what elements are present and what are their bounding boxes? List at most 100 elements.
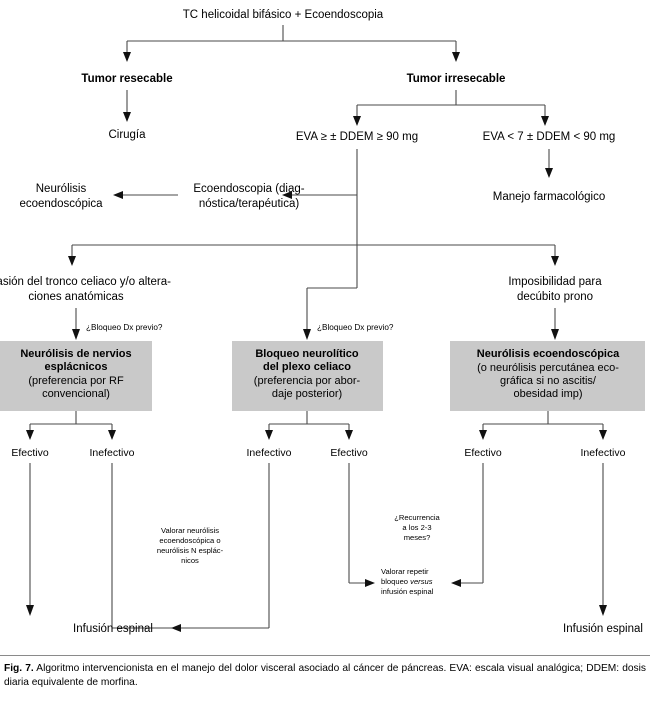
branch-left-ineffective: Inefectivo [90, 447, 135, 459]
arrowhead-icon [68, 256, 76, 266]
box-plexo-celiaco-sub-line2: daje posterior) [272, 388, 342, 400]
connector-eva-baja-manejo [545, 149, 553, 178]
branch-mid-effective: Efectivo [330, 447, 368, 459]
figure-caption: Fig. 7. Algoritmo intervencionista en el… [4, 662, 646, 690]
box-plexo-celiaco-sub-line1: (preferencia por abor- [254, 375, 361, 387]
arrowhead-icon [303, 329, 311, 340]
arrowhead-icon [123, 112, 131, 122]
connector-spine-to-middle-column [303, 287, 357, 340]
branch-left-effective: Efectivo [11, 447, 49, 459]
arrowhead-icon [345, 430, 353, 440]
arrowhead-icon [365, 579, 375, 587]
arrowhead-icon [599, 605, 607, 616]
node-neurolisis-ecoendoscopica-line1: Neurólisis [36, 183, 87, 195]
figure-caption-text: Algoritmo intervencionista en el manejo … [4, 663, 646, 688]
connector-irresecable-split [353, 90, 549, 126]
box-neurolisis-ecoendoscopica[interactable] [450, 341, 645, 411]
box-plexo-celiaco-title-line1: Bloqueo neurolítico [255, 348, 359, 360]
connector-mid-box-split [265, 411, 353, 440]
box-neurolisis-ecoendoscopica-sub-line3: obesidad imp) [513, 388, 582, 400]
arrowhead-icon [541, 116, 549, 126]
annotation-valorar-neurolisis-line3: neurólisis N esplác- [157, 546, 224, 555]
annotation-recurrencia-line3: meses? [404, 533, 431, 542]
node-imposibilidad-line2: decúbito prono [517, 291, 593, 303]
arrowhead-icon [451, 579, 461, 587]
arrowhead-icon [26, 605, 34, 616]
branch-right-ineffective: Inefectivo [581, 447, 626, 459]
flowchart-diagram: TC helicoidal bifásico + Ecoendoscopia T… [0, 9, 645, 635]
box-nervios-esplacnicos-title-line2: esplácnicos [45, 361, 108, 373]
arrowhead-icon [108, 430, 116, 440]
node-root-label: TC helicoidal bifásico + Ecoendoscopia [183, 9, 384, 21]
box-neurolisis-ecoendoscopica-sub-line2: gráfica si no ascitis/ [500, 375, 597, 387]
outcome-infusion-espinal-left: Infusión espinal [73, 623, 153, 635]
connector-mid-effective-to-valorar [348, 463, 375, 587]
connector-right-ineffective-down [599, 463, 607, 616]
node-invasion-line1: Invasión del tronco celiaco y/o altera- [0, 276, 171, 288]
arrowhead-icon [551, 329, 559, 340]
box-nervios-esplacnicos[interactable] [0, 341, 152, 411]
node-eva-baja-label: EVA < 7 ± DDEM < 90 mg [483, 131, 616, 143]
arrowhead-icon [452, 52, 460, 62]
annotation-valorar-repetir-bloqueo: bloqueo [381, 577, 410, 586]
arrowhead-icon [72, 329, 80, 340]
branch-right-effective: Efectivo [464, 447, 502, 459]
node-tumor-resecable-label: Tumor resecable [81, 73, 172, 85]
node-ecoendoscopia-line1: Ecoendoscopia (diag- [193, 183, 304, 195]
arrowhead-icon [26, 430, 34, 440]
figure-caption-container: Fig. 7. Algoritmo intervencionista en el… [0, 655, 650, 690]
arrowhead-icon [353, 116, 361, 126]
box-nervios-esplacnicos-sub-line2: convencional) [42, 388, 110, 400]
connector-left-ineffective-to-infusion [111, 463, 180, 629]
arrowhead-icon [551, 256, 559, 266]
box-neurolisis-ecoendoscopica-sub-line1: (o neurólisis percutánea eco- [477, 362, 619, 374]
node-imposibilidad-line1: Imposibilidad para [508, 276, 602, 288]
annotation-valorar-repetir-line1: Valorar repetir [381, 567, 429, 576]
connector-resecable-cirugia [123, 90, 131, 122]
connector-right-box-split [479, 411, 607, 440]
connector-root-split [123, 25, 460, 62]
annotation-recurrencia-line2: a los 2-3 [402, 523, 431, 532]
arrowhead-icon [479, 430, 487, 440]
annotation-valorar-neurolisis-line2: ecoendoscópica o [159, 536, 220, 545]
arrowhead-icon [123, 52, 131, 62]
connector-invasion-to-box [72, 308, 80, 340]
connector-distribution-bar [68, 244, 559, 266]
connector-right-effective-to-valorar [451, 463, 484, 587]
node-neurolisis-ecoendoscopica-line2: ecoendoscópica [19, 198, 103, 210]
arrowhead-icon [113, 191, 123, 199]
node-tumor-irresecable-label: Tumor irresecable [407, 73, 506, 85]
branch-mid-ineffective: Inefectivo [247, 447, 292, 459]
label-bloqueo-dx-left: ¿Bloqueo Dx previo? [86, 323, 163, 332]
arrowhead-icon [265, 430, 273, 440]
node-manejo-farmacologico-label: Manejo farmacológico [493, 191, 606, 203]
connector-mid-ineffective-to-infusion [171, 463, 270, 632]
connector-left-box-split [26, 411, 116, 440]
node-cirugia-label: Cirugía [108, 129, 146, 141]
box-plexo-celiaco[interactable] [232, 341, 383, 411]
annotation-recurrencia-line1: ¿Recurrencia [394, 513, 440, 522]
connector-ecoendoscopia-neurolisis [113, 191, 178, 199]
connector-spine-ecoendoscopia [282, 191, 357, 199]
box-nervios-esplacnicos-title-line1: Neurólisis de nervios [20, 348, 131, 360]
figure-caption-label: Fig. 7. [4, 663, 34, 674]
box-plexo-celiaco-title-line2: del plexo celiaco [263, 361, 351, 373]
annotation-valorar-repetir-versus: versus [410, 577, 433, 586]
annotation-valorar-neurolisis-line1: Valorar neurólisis [161, 526, 219, 535]
node-invasion-line2: ciones anatómicas [28, 291, 123, 303]
annotation-valorar-neurolisis-line4: nicos [181, 556, 199, 565]
node-eva-alta-label: EVA ≥ ± DDEM ≥ 90 mg [296, 131, 418, 143]
box-neurolisis-ecoendoscopica-title-line1: Neurólisis ecoendoscópica [477, 348, 620, 360]
outcome-infusion-espinal-right: Infusión espinal [563, 623, 643, 635]
arrowhead-icon [171, 624, 181, 632]
connector-left-effective-down [26, 463, 34, 616]
node-ecoendoscopia-line2: nóstica/terapéutica) [199, 198, 300, 210]
arrowhead-icon [545, 168, 553, 178]
box-nervios-esplacnicos-sub-line1: (preferencia por RF [28, 375, 124, 387]
arrowhead-icon [282, 191, 292, 199]
annotation-valorar-repetir-line3: infusión espinal [381, 587, 434, 596]
label-bloqueo-dx-mid: ¿Bloqueo Dx previo? [317, 323, 394, 332]
connector-imposibilidad-to-box [551, 308, 559, 340]
annotation-valorar-repetir-line2: bloqueo versus [381, 577, 433, 586]
